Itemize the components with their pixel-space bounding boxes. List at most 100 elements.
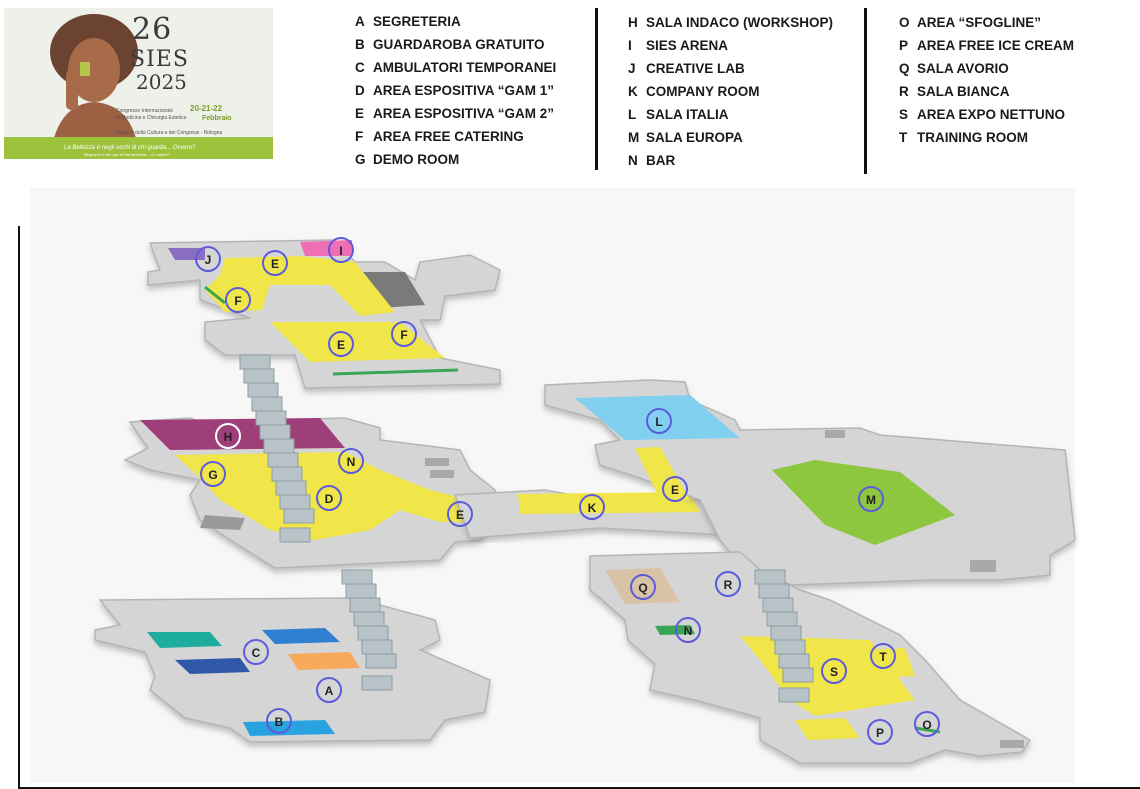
marker-label: H bbox=[224, 430, 233, 444]
map-marker-r[interactable]: R bbox=[715, 571, 741, 597]
map-marker-c[interactable]: C bbox=[243, 639, 269, 665]
marker-ring bbox=[662, 476, 688, 502]
map-marker-s[interactable]: S bbox=[821, 658, 847, 684]
marker-ring bbox=[858, 486, 884, 512]
marker-ring bbox=[821, 658, 847, 684]
marker-label: M bbox=[866, 493, 876, 507]
marker-ring bbox=[225, 287, 251, 313]
marker-label: K bbox=[588, 501, 597, 515]
legend-label: SALA BIANCA bbox=[917, 84, 1010, 99]
legend-label: CREATIVE LAB bbox=[646, 61, 745, 76]
marker-ring bbox=[316, 677, 342, 703]
map-marker-e[interactable]: E bbox=[447, 501, 473, 527]
map-marker-i[interactable]: I bbox=[328, 237, 354, 263]
marker-label: P bbox=[876, 726, 884, 740]
map-marker-n[interactable]: N bbox=[675, 617, 701, 643]
area-sala-indaco bbox=[140, 418, 345, 450]
area-ambulatori-2 bbox=[262, 628, 340, 644]
staircase-upper bbox=[239, 354, 315, 543]
legend-label: AREA EXPO NETTUNO bbox=[917, 107, 1066, 122]
map-marker-b[interactable]: B bbox=[266, 708, 292, 734]
map-marker-g[interactable]: G bbox=[200, 461, 226, 487]
legend-key: J bbox=[628, 61, 636, 76]
legend-label: DEMO ROOM bbox=[373, 152, 460, 167]
map-marker-e[interactable]: E bbox=[328, 331, 354, 357]
banner-subtitle-2: di Medicina e Chirurgia Estetica bbox=[116, 115, 187, 121]
area-expo-gam2-top bbox=[205, 256, 395, 316]
service-blocks bbox=[425, 430, 1024, 748]
area-ambulatori-1 bbox=[147, 632, 222, 648]
marker-label: F bbox=[400, 328, 407, 342]
legend-item: O AREA “SFOGLINE” bbox=[899, 11, 1074, 34]
marker-ring bbox=[391, 321, 417, 347]
map-marker-t[interactable]: T bbox=[870, 643, 896, 669]
marker-ring bbox=[675, 617, 701, 643]
marker-ring bbox=[328, 331, 354, 357]
map-marker-f[interactable]: F bbox=[391, 321, 417, 347]
marker-ring bbox=[262, 250, 288, 276]
area-company-room bbox=[518, 492, 700, 514]
marker-ring bbox=[867, 719, 893, 745]
map-marker-f[interactable]: F bbox=[225, 287, 251, 313]
legend-item: M SALA EUROPA bbox=[628, 126, 833, 149]
map-marker-q[interactable]: Q bbox=[630, 574, 656, 600]
legend-divider bbox=[595, 8, 598, 170]
area-free-ice-cream bbox=[795, 718, 860, 740]
marker-label: E bbox=[271, 257, 279, 271]
legend-key: O bbox=[899, 15, 910, 30]
area-sala-europa bbox=[772, 460, 955, 545]
area-sala-italia bbox=[575, 395, 740, 440]
map-frame bbox=[18, 226, 1140, 789]
legend-label: SEGRETERIA bbox=[373, 14, 461, 29]
map-marker-l[interactable]: L bbox=[646, 408, 672, 434]
map-marker-a[interactable]: A bbox=[316, 677, 342, 703]
map-marker-o[interactable]: O bbox=[914, 711, 940, 737]
marker-label: E bbox=[671, 483, 679, 497]
map-marker-n[interactable]: N bbox=[338, 448, 364, 474]
legend-key: T bbox=[899, 130, 908, 145]
map-marker-d[interactable]: D bbox=[316, 485, 342, 511]
map-marker-k[interactable]: K bbox=[579, 494, 605, 520]
map-marker-m[interactable]: M bbox=[858, 486, 884, 512]
area-expo-gam2-right bbox=[635, 447, 690, 500]
legend-key: I bbox=[628, 38, 632, 53]
banner-year-bottom: 2025 bbox=[136, 70, 187, 94]
catering-counter bbox=[204, 285, 226, 305]
map-marker-p[interactable]: P bbox=[867, 719, 893, 745]
legend-key: L bbox=[628, 107, 637, 122]
marker-ring bbox=[630, 574, 656, 600]
legend-key: H bbox=[628, 15, 638, 30]
area-expo-gam1 bbox=[175, 452, 485, 540]
banner-tagline: La Bellezza è negli occhi di chi guarda.… bbox=[64, 145, 196, 151]
map-marker-j[interactable]: J bbox=[195, 246, 221, 272]
legend-key: K bbox=[628, 84, 638, 99]
marker-label: N bbox=[684, 624, 693, 638]
legend-label: SALA EUROPA bbox=[646, 130, 743, 145]
map-marker-h[interactable]: H bbox=[215, 423, 241, 449]
marker-label: E bbox=[456, 508, 464, 522]
legend-key: B bbox=[355, 37, 365, 52]
map-marker-e[interactable]: E bbox=[662, 476, 688, 502]
legend-label: AREA “SFOGLINE” bbox=[917, 15, 1042, 30]
marker-label: Q bbox=[638, 581, 647, 595]
marker-label: J bbox=[205, 253, 212, 267]
legend-key: D bbox=[355, 83, 365, 98]
marker-ring bbox=[328, 237, 354, 263]
legend-key: M bbox=[628, 130, 640, 145]
map-marker-e[interactable]: E bbox=[262, 250, 288, 276]
banner-venue: Palazzo della Cultura e dei Congressi - … bbox=[116, 130, 223, 136]
marker-label: N bbox=[347, 455, 356, 469]
